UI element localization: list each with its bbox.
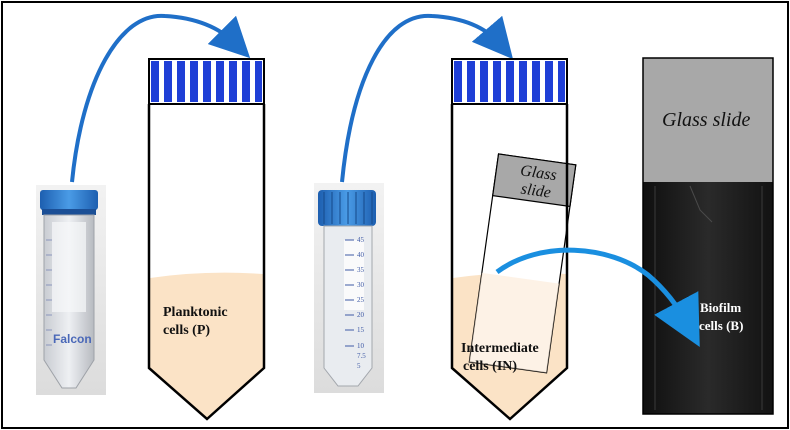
svg-text:20: 20 xyxy=(357,311,365,319)
svg-text:7.5: 7.5 xyxy=(357,352,366,360)
falcon-tube-photo-1: Falcon xyxy=(36,185,106,395)
svg-text:15: 15 xyxy=(357,326,365,334)
arrow-to-intermediate-tube xyxy=(340,13,514,183)
tube-scale: 45 40 35 30 25 20 15 10 7.5 5 xyxy=(357,236,366,370)
tube-cap-2 xyxy=(318,190,376,226)
arrow-to-biofilm xyxy=(495,247,700,348)
svg-text:25: 25 xyxy=(357,296,365,304)
biofilm-panel xyxy=(643,182,773,414)
glass-slide-tube-line1: Glass xyxy=(519,162,557,184)
glass-slide-in-tube: Glass slide xyxy=(468,153,577,374)
arrow-to-planktonic-tube xyxy=(70,13,251,183)
intermediate-label-line2: cells (IN) xyxy=(463,359,517,374)
planktonic-label-line2: cells (P) xyxy=(163,323,210,338)
svg-text:30: 30 xyxy=(357,281,365,289)
intermediate-label-line1: Intermediate xyxy=(461,341,539,356)
falcon-brand-text: Falcon xyxy=(53,332,92,346)
tube-cap xyxy=(40,190,98,210)
svg-text:5: 5 xyxy=(357,362,361,370)
svg-text:45: 45 xyxy=(357,236,365,244)
biofilm-label-line2: cells (B) xyxy=(699,318,743,333)
svg-text:40: 40 xyxy=(357,251,365,259)
falcon-tube-photo-2: 45 40 35 30 25 20 15 10 7.5 5 xyxy=(314,183,384,393)
glass-slide-panel-label: Glass slide xyxy=(662,109,750,131)
liquid-p xyxy=(150,272,263,418)
biofilm-label-line1: Biofilm xyxy=(700,300,741,315)
svg-text:10: 10 xyxy=(357,342,365,350)
glass-slide-tube-line2: slide xyxy=(520,181,552,202)
glass-slide-panel: Glass slide Biofilm cells (B) xyxy=(642,57,774,415)
planktonic-label-line1: Planktonic xyxy=(163,305,228,320)
svg-text:35: 35 xyxy=(357,266,365,274)
planktonic-tube: Planktonic cells (P) xyxy=(147,58,266,421)
glass-slide-panel-top xyxy=(643,58,773,182)
intermediate-tube: Glass slide Intermediate cells (IN) xyxy=(450,58,577,421)
